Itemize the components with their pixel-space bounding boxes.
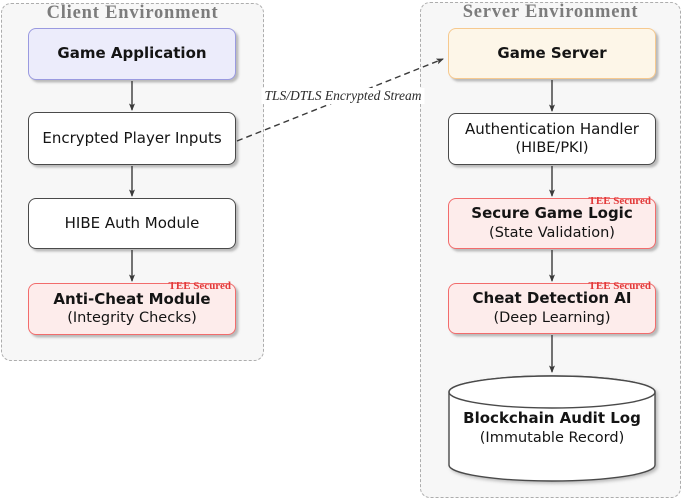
node-hibe-auth-module: HIBE Auth Module [28,198,236,249]
node-blockchain-audit-log-text: Blockchain Audit Log (Immutable Record) [448,409,656,448]
node-secure-game-logic: TEE Secured Secure Game Logic (State Val… [448,195,656,249]
server-environment-title: Server Environment [462,2,639,22]
tls-stream-label: TLS/DTLS Encrypted Stream [261,88,425,104]
node-blockchain-audit-log-sublabel: (Immutable Record) [479,429,625,446]
node-authentication-handler: Authentication Handler (HIBE/PKI) [448,113,656,165]
node-anti-cheat-module-label: Anti-Cheat Module [53,289,211,308]
node-secure-game-logic-label: Secure Game Logic [471,204,633,222]
node-blockchain-audit-log-label: Blockchain Audit Log [463,409,641,427]
node-game-server-label: Game Server [497,43,607,62]
node-authentication-handler-sublabel: (HIBE/PKI) [515,140,589,156]
node-cheat-detection-ai: TEE Secured Cheat Detection AI (Deep Lea… [448,280,656,334]
node-game-application: Game Application [28,28,236,80]
node-encrypted-player-inputs: Encrypted Player Inputs [28,112,236,165]
node-hibe-auth-module-label: HIBE Auth Module [64,213,200,232]
node-anti-cheat-module-sublabel: (Integrity Checks) [67,310,197,326]
database-cylinder-icon [448,375,656,482]
tee-secured-badge: TEE Secured [588,280,651,292]
node-anti-cheat-module: TEE Secured Anti-Cheat Module (Integrity… [28,280,236,335]
node-cheat-detection-ai-label: Cheat Detection AI [472,289,632,307]
node-secure-game-logic-sublabel: (State Validation) [489,224,615,241]
node-game-application-label: Game Application [57,44,207,63]
tee-secured-badge: TEE Secured [588,195,651,207]
node-game-server: Game Server [448,28,656,79]
node-blockchain-audit-log: Blockchain Audit Log (Immutable Record) [448,375,656,482]
node-authentication-handler-label: Authentication Handler [465,119,639,138]
node-encrypted-player-inputs-label: Encrypted Player Inputs [42,128,222,147]
client-environment-title: Client Environment [46,3,219,23]
node-cheat-detection-ai-sublabel: (Deep Learning) [493,309,611,326]
tee-secured-badge: TEE Secured [168,280,231,292]
